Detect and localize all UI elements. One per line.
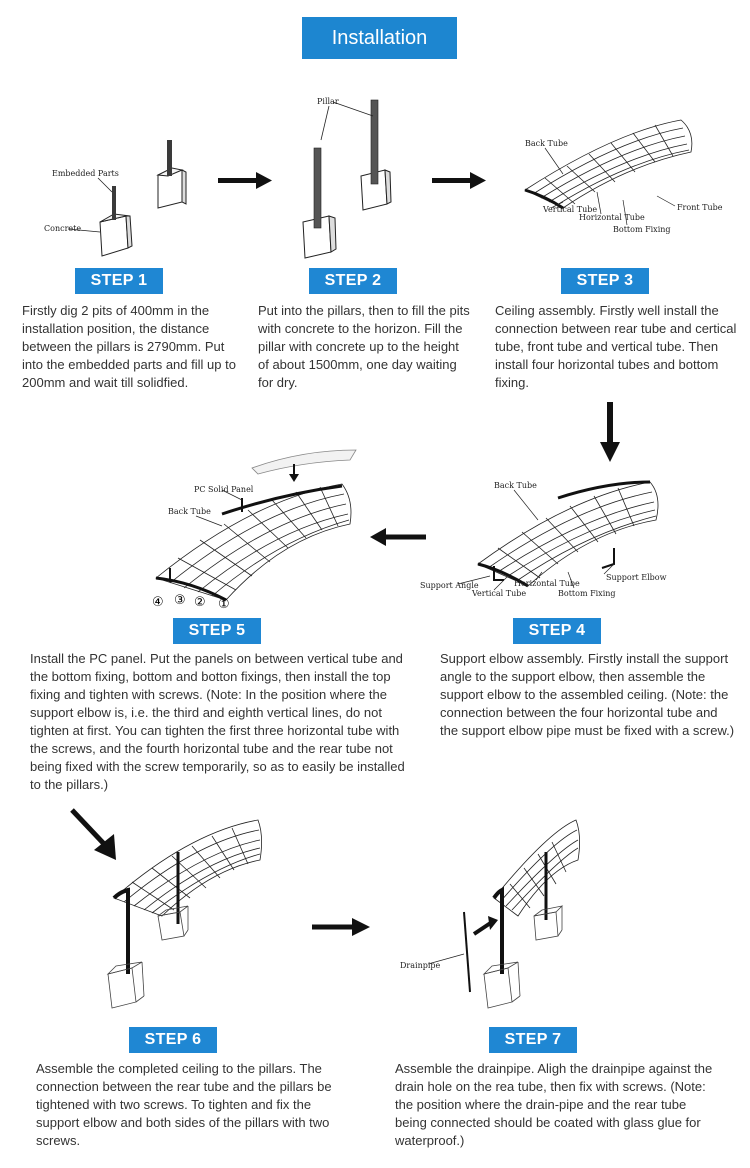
label-horizontal-tube-4: Horizontal Tube xyxy=(514,579,580,588)
label-pillar: Pillar xyxy=(317,97,339,106)
label-vertical-tube-4: Vertical Tube xyxy=(471,589,526,598)
label-drainpipe: Drainpipe xyxy=(400,961,441,970)
step4-illustration: Back Tube Support Angle Vertical Tube Ho… xyxy=(418,468,668,608)
step-1-text: Firstly dig 2 pits of 400mm in the insta… xyxy=(22,302,242,392)
step-3-text: Ceiling assembly. Firstly well install t… xyxy=(495,302,740,392)
step-6-text: Assemble the completed ceiling to the pi… xyxy=(36,1060,336,1150)
label-horizontal-tube: Horizontal Tube xyxy=(579,213,645,222)
step-7-badge: STEP 7 xyxy=(489,1027,577,1053)
label-back-tube-5: Back Tube xyxy=(168,507,211,516)
step-7-text: Assemble the drainpipe. Aligh the drainp… xyxy=(395,1060,715,1150)
step3-illustration: Back Tube Vertical Tube Horizontal Tube … xyxy=(505,112,735,242)
label-bottom-fixing-4: Bottom Fixing xyxy=(558,589,616,598)
label-pc-solid-panel: PC Solid Panel xyxy=(194,485,254,494)
step-1-badge: STEP 1 xyxy=(75,268,163,294)
circle-number-1: ① xyxy=(218,597,230,612)
label-front-tube: Front Tube xyxy=(677,203,723,212)
label-support-angle: Support Angle xyxy=(420,581,479,590)
label-back-tube: Back Tube xyxy=(525,139,568,148)
step5-illustration: PC Solid Panel Back Tube ④ ③ ② ① xyxy=(142,440,362,615)
step-4-text: Support elbow assembly. Firstly install … xyxy=(440,650,735,740)
step-3-badge: STEP 3 xyxy=(561,268,649,294)
step-6-badge: STEP 6 xyxy=(129,1027,217,1053)
label-back-tube-4: Back Tube xyxy=(494,481,537,490)
label-support-elbow: Support Elbow xyxy=(606,573,667,582)
label-concrete: Concrete xyxy=(44,224,81,233)
label-embedded-parts: Embedded Parts xyxy=(52,169,119,178)
step-5-text: Install the PC panel. Put the panels on … xyxy=(30,650,415,794)
step7-illustration: Drainpipe xyxy=(398,812,588,1022)
circle-number-2: ② xyxy=(194,595,206,610)
arrow-right-icon xyxy=(218,172,272,190)
step6-illustration xyxy=(100,812,270,1022)
arrow-down-icon xyxy=(600,402,620,462)
step1-illustration: Embedded Parts Concrete xyxy=(40,130,200,270)
step-5-badge: STEP 5 xyxy=(173,618,261,644)
step-2-text: Put into the pillars, then to fill the p… xyxy=(258,302,473,392)
page-title: Installation xyxy=(302,17,457,59)
circle-number-4: ④ xyxy=(152,595,164,610)
label-bottom-fixing: Bottom Fixing xyxy=(613,225,671,234)
step-2-badge: STEP 2 xyxy=(309,268,397,294)
step2-illustration: Pillar xyxy=(295,92,415,262)
arrow-right-icon xyxy=(432,172,486,190)
step-4-badge: STEP 4 xyxy=(513,618,601,644)
circle-number-3: ③ xyxy=(174,593,186,608)
arrow-right-icon xyxy=(312,918,370,936)
